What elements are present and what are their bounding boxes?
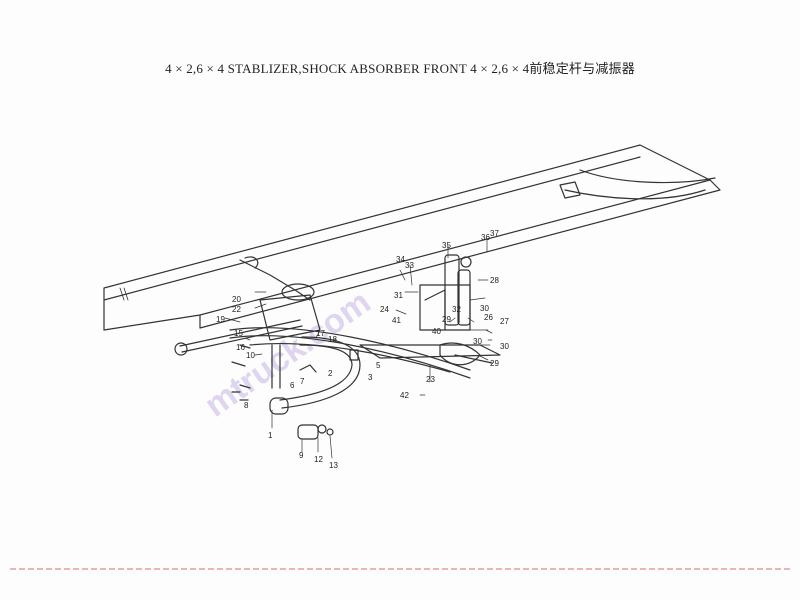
callout-3: 3	[368, 373, 373, 382]
callout-6: 6	[290, 381, 295, 390]
callout-32: 32	[452, 305, 461, 314]
callout-28: 28	[490, 276, 499, 285]
callout-27: 27	[500, 317, 509, 326]
callout-16: 16	[236, 343, 245, 352]
callout-2: 2	[328, 369, 333, 378]
callout-12: 12	[314, 455, 323, 464]
upper-bracket-left	[239, 256, 321, 389]
callout-20: 20	[232, 295, 241, 304]
callout-19: 19	[216, 315, 225, 324]
callout-35: 35	[442, 241, 451, 250]
callout-31: 31	[394, 291, 403, 300]
callout-42: 42	[400, 391, 409, 400]
callout-34: 34	[396, 255, 405, 264]
diagram-title: 4 × 2,6 × 4 STABLIZER,SHOCK ABSORBER FRO…	[165, 61, 635, 76]
callout-23: 23	[426, 375, 435, 384]
callout-26: 26	[484, 313, 493, 322]
callout-36: 36	[481, 233, 490, 242]
frame-rail	[103, 144, 721, 331]
callout-9: 9	[299, 451, 304, 460]
callout-41: 41	[392, 316, 401, 325]
callout-15: 15	[234, 329, 243, 338]
callout-1: 1	[268, 431, 273, 440]
callout-33: 33	[405, 261, 414, 270]
callout-37: 37	[490, 229, 499, 238]
callout-29b: 29	[490, 359, 499, 368]
callout-5: 5	[376, 361, 381, 370]
bushing-parts	[231, 344, 359, 440]
callout-22: 22	[232, 305, 241, 314]
callout-7: 7	[300, 377, 305, 386]
callout-18: 18	[328, 335, 337, 344]
callout-40: 40	[432, 327, 441, 336]
callout-labels: 1 2 3 5 6 7 8 9 10 12 13 15 16 17 18 19 …	[216, 229, 509, 470]
callout-13: 13	[329, 461, 338, 470]
callout-29a: 29	[442, 315, 451, 324]
callout-30c: 30	[473, 337, 482, 346]
callout-24: 24	[380, 305, 389, 314]
callout-8: 8	[244, 401, 249, 410]
callout-17: 17	[316, 329, 325, 338]
scan-edge-strip	[10, 568, 790, 570]
leader-lines	[224, 239, 493, 459]
callout-30a: 30	[480, 304, 489, 313]
callout-30b: 30	[500, 342, 509, 351]
callout-10: 10	[246, 351, 255, 360]
